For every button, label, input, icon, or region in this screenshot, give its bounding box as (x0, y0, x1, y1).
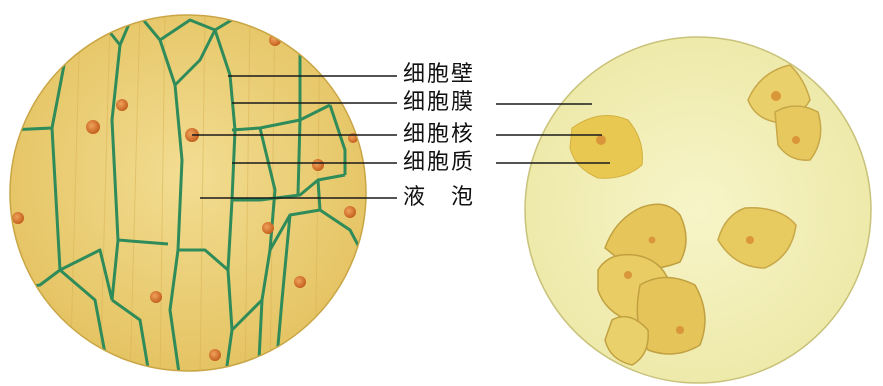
animal-cell-view (525, 37, 871, 383)
label-cell-wall: 细胞壁 (403, 64, 475, 86)
label-vacuole: 液 泡 (403, 187, 475, 209)
label-cell-membrane: 细胞膜 (403, 92, 475, 114)
label-cytoplasm: 细胞质 (403, 152, 475, 174)
plant-cell-view (10, 10, 366, 380)
label-nucleus: 细胞核 (403, 124, 475, 146)
